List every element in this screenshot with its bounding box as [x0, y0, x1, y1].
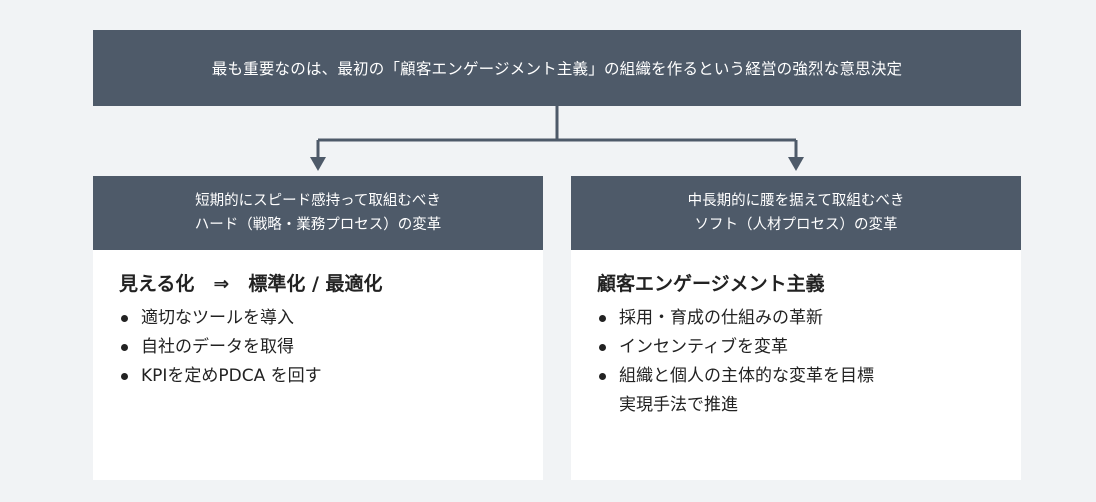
- soft-reform-panel: 顧客エンゲージメント主義 採用・育成の仕組みの革新 インセンティブを変革 組織と…: [571, 250, 1021, 480]
- hard-header-line2: ハード（戦略・業務プロセス）の変革: [194, 217, 442, 233]
- soft-header-line2: ソフト（人材プロセス）の変革: [694, 217, 898, 233]
- hard-bullet-2: 自社のデータを取得: [119, 333, 543, 362]
- decision-box: 最も重要なのは、最初の「顧客エンゲージメント主義」の組織を作るという経営の強烈な…: [93, 30, 1021, 106]
- soft-panel-title: 顧客エンゲージメント主義: [597, 273, 825, 295]
- hard-header-line1: 短期的にスピード感持って取組むべき: [195, 193, 441, 209]
- hard-panel-title: 見える化 ⇒ 標準化 / 最適化: [119, 273, 383, 295]
- hard-bullet-3: KPIを定めPDCA を回す: [119, 362, 543, 391]
- soft-bullet-list: 採用・育成の仕組みの革新 インセンティブを変革 組織と個人の主体的な変革を目標 …: [597, 304, 1021, 420]
- hard-reform-header: 短期的にスピード感持って取組むべき ハード（戦略・業務プロセス）の変革: [93, 176, 543, 250]
- hard-bullet-1: 適切なツールを導入: [119, 304, 543, 333]
- hard-reform-panel: 見える化 ⇒ 標準化 / 最適化 適切なツールを導入 自社のデータを取得 KPI…: [93, 250, 543, 480]
- soft-bullet-1: 採用・育成の仕組みの革新: [597, 304, 1021, 333]
- arrowhead-left: [310, 157, 326, 171]
- soft-bullet-3-line2: 実現手法で推進: [619, 395, 738, 415]
- arrowhead-right: [788, 157, 804, 171]
- decision-text: 最も重要なのは、最初の「顧客エンゲージメント主義」の組織を作るという経営の強烈な…: [211, 60, 903, 78]
- soft-reform-header: 中長期的に腰を据えて取組むべき ソフト（人材プロセス）の変革: [571, 176, 1021, 250]
- soft-bullet-3-line1: 組織と個人の主体的な変革を目標: [619, 366, 874, 386]
- soft-bullet-3: 組織と個人の主体的な変革を目標 実現手法で推進: [597, 362, 1021, 420]
- soft-bullet-2: インセンティブを変革: [597, 333, 1021, 362]
- hard-bullet-list: 適切なツールを導入 自社のデータを取得 KPIを定めPDCA を回す: [119, 304, 543, 391]
- soft-header-line1: 中長期的に腰を据えて取組むべき: [687, 193, 905, 209]
